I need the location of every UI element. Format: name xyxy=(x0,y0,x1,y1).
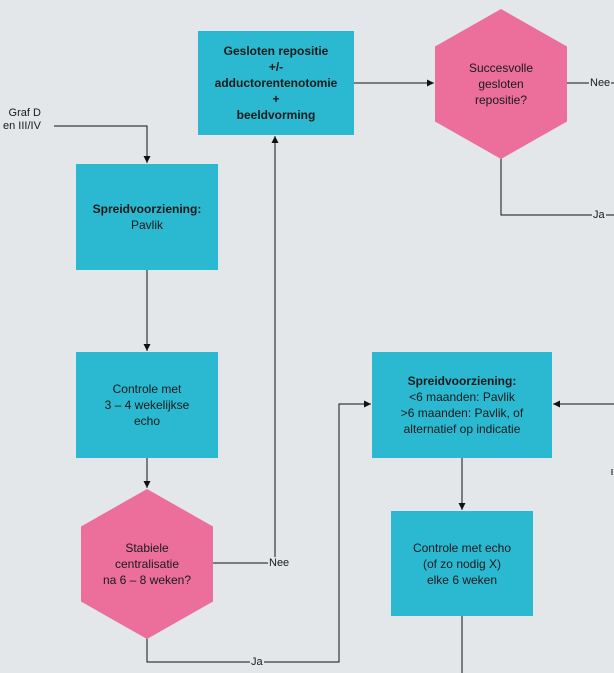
node-line: Gesloten repositie xyxy=(223,44,329,58)
node-gesloten-repositie: Gesloten repositie +/- adductorentenotom… xyxy=(198,31,354,135)
node-controle-wekelijkse-echo: Controle met 3 – 4 wekelijkse echo xyxy=(76,352,218,458)
node-line: >6 maanden: Pavlik, of xyxy=(400,406,524,420)
arrow-stabiele-ja xyxy=(146,400,371,663)
node-line: Succesvolle xyxy=(468,61,534,75)
node-controle-echo-6-weken: Controle met echo (of zo nodig X) elke 6… xyxy=(391,511,533,616)
node-line: gesloten xyxy=(478,77,524,91)
node-spreidvoorziening-pavlik: Spreidvoorziening: Pavlik xyxy=(76,164,218,270)
node-line: alternatief op indicatie xyxy=(403,422,521,436)
arrow-entry-to-spreidvoorziening xyxy=(54,125,151,163)
entry-label-line-2: en III/IV xyxy=(3,120,41,132)
label-stabiele-ja: Ja xyxy=(250,656,264,669)
line-succes-ja xyxy=(500,158,614,216)
node-line: centralisatie xyxy=(114,557,180,571)
arrow-stabiele-nee xyxy=(212,136,279,564)
node-line: (of zo nodig X) xyxy=(422,556,502,571)
decision-succesvolle-repositie: Succesvolle gesloten repositie? xyxy=(435,9,567,159)
node-title: Spreidvoorziening: xyxy=(407,374,517,388)
node-line: elke 6 weken xyxy=(426,572,498,587)
node-line: echo xyxy=(133,414,161,428)
node-line: beeldvorming xyxy=(236,108,316,122)
label-succes-ja: Ja xyxy=(592,209,606,222)
label-stabiele-nee: Nee xyxy=(268,557,291,570)
node-line: 3 – 4 wekelijkse xyxy=(104,398,190,412)
entry-label-line-1: Graf D xyxy=(8,107,41,119)
node-line: Controle met echo xyxy=(412,540,512,555)
node-line: <6 maanden: Pavlik xyxy=(409,390,515,404)
label-succes-nee: Nee xyxy=(589,77,612,90)
decision-stabiele-centralisatie: Stabiele centralisatie na 6 – 8 weken? xyxy=(81,489,213,639)
node-line: Stabiele xyxy=(125,541,169,555)
node-line: adductorentenotomie xyxy=(214,76,338,90)
node-line: + xyxy=(272,92,280,106)
node-line: repositie? xyxy=(474,93,528,107)
entry-label: Graf D en III/IV xyxy=(2,107,42,133)
node-line: Spreidvoorziening: xyxy=(92,202,202,216)
node-line: Controle met xyxy=(112,382,182,396)
node-spreidvoorziening-leeftijd: Spreidvoorziening: <6 maanden: Pavlik >6… xyxy=(372,352,552,458)
node-line: na 6 – 8 weken? xyxy=(102,573,192,587)
node-line: Pavlik xyxy=(130,218,163,232)
node-line: +/- xyxy=(268,60,284,74)
